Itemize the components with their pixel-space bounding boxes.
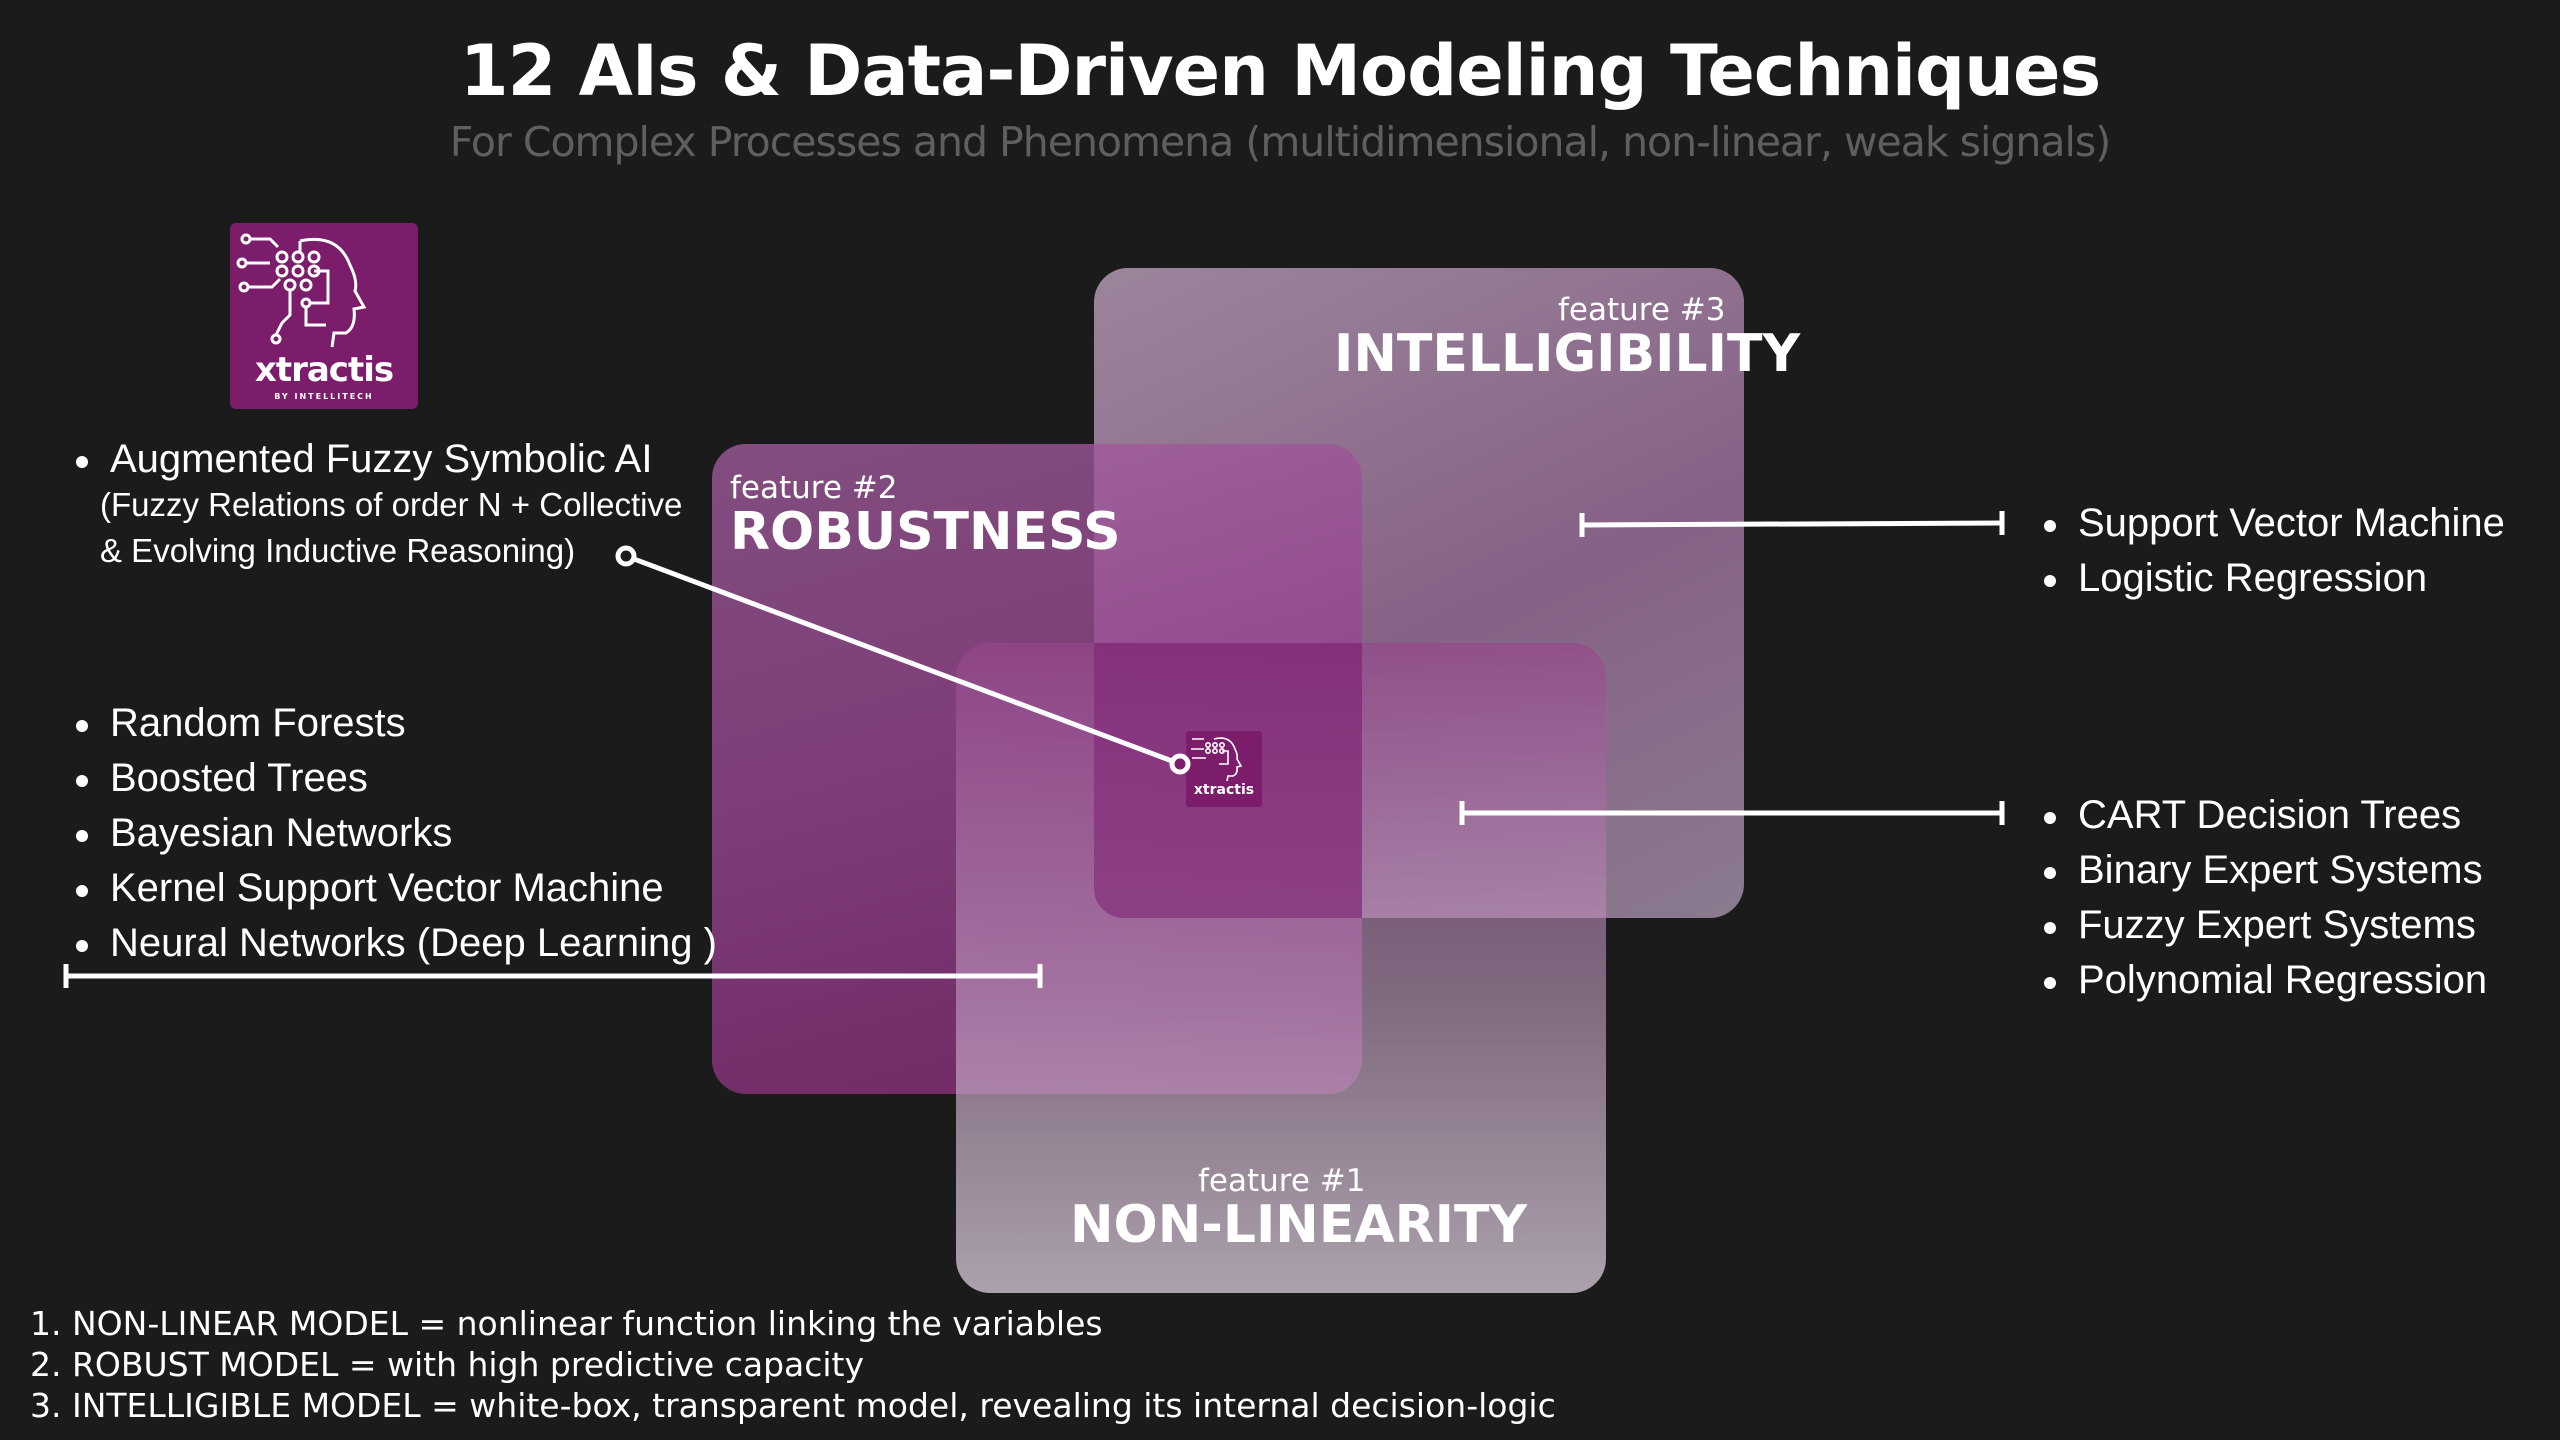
list-item: Fuzzy Expert Systems: [2040, 898, 2487, 953]
fuzzy-ai-list: Augmented Fuzzy Symbolic AI: [72, 432, 652, 487]
list-item: Boosted Trees: [72, 751, 717, 806]
definitions-list: 1. NON-LINEAR MODEL = nonlinear function…: [30, 1303, 1556, 1426]
mini-logo-wordmark: xtractis: [1193, 782, 1255, 798]
description-line: (Fuzzy Relations of order N + Collective: [100, 486, 683, 523]
definition-item: 1. NON-LINEAR MODEL = nonlinear function…: [30, 1304, 1103, 1343]
feature-3-tag: feature #3: [1558, 292, 1726, 328]
connector-end-dot: [1169, 753, 1191, 775]
brain-circuit-icon: [1191, 737, 1243, 782]
list-item: Random Forests: [72, 696, 717, 751]
page-subtitle: For Complex Processes and Phenomena (mul…: [449, 118, 2112, 166]
list-item: Support Vector Machine: [2040, 496, 2505, 551]
feature-2-name: ROBUSTNESS: [730, 502, 1121, 562]
brain-circuit-icon: [236, 233, 367, 348]
page-title: 12 AIs & Data-Driven Modeling Techniques: [459, 30, 2101, 112]
list-item: Polynomial Regression: [2040, 953, 2487, 1008]
fuzzy-ai-description: (Fuzzy Relations of order N + Collective…: [100, 482, 682, 574]
intelligible-robust-list: CART Decision Trees Binary Expert System…: [2040, 788, 2487, 1008]
list-item: Neural Networks (Deep Learning ): [72, 916, 717, 971]
robust-techniques-list: Random Forests Boosted Trees Bayesian Ne…: [72, 696, 717, 971]
connector-start-dot: [615, 545, 637, 567]
logo-byline: BY INTELLITECH: [274, 392, 374, 401]
intelligible-nonlinear-list: Support Vector Machine Logistic Regressi…: [2040, 496, 2505, 606]
list-item: Binary Expert Systems: [2040, 843, 2487, 898]
xtractis-mini-logo: xtractis: [1186, 731, 1262, 807]
feature-3-name: INTELLIGIBILITY: [1334, 324, 1801, 384]
xtractis-logo: xtractis BY INTELLITECH: [230, 223, 418, 409]
feature-1-tag: feature #1: [1198, 1163, 1366, 1199]
feature-1-name: NON-LINEARITY: [1070, 1195, 1528, 1255]
right-top-bracket: [1581, 520, 2003, 528]
feature-2-tag: feature #2: [730, 470, 898, 506]
description-line: & Evolving Inductive Reasoning): [100, 532, 576, 569]
list-item: Kernel Support Vector Machine: [72, 861, 717, 916]
list-item: Bayesian Networks: [72, 806, 717, 861]
list-item: CART Decision Trees: [2040, 788, 2487, 843]
definition-item: 3. INTELLIGIBLE MODEL = white-box, trans…: [30, 1386, 1556, 1425]
definition-item: 2. ROBUST MODEL = with high predictive c…: [30, 1345, 865, 1384]
logo-wordmark: xtractis: [254, 350, 394, 390]
list-item: Logistic Regression: [2040, 551, 2505, 606]
list-item: Augmented Fuzzy Symbolic AI: [72, 432, 652, 487]
fuzzy-ai-connector: [625, 553, 1181, 767]
